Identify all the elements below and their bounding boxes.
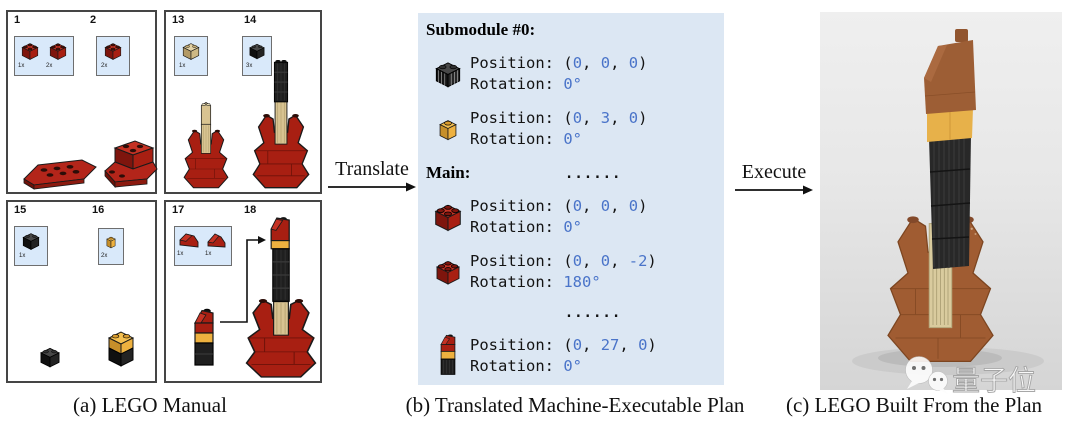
- part-count: 2x: [101, 63, 108, 69]
- part-count: 1x: [179, 63, 186, 69]
- part-count: 1x: [205, 251, 212, 257]
- red-2x2-brick-icon: [435, 260, 461, 285]
- translate-step: Translate: [322, 158, 422, 199]
- step-number: 1: [14, 14, 21, 26]
- ellipsis: ......: [564, 166, 622, 182]
- plan-entry: Position: (0, 0, 0) Rotation: 0°: [426, 53, 716, 95]
- part-count: 1x: [19, 253, 26, 259]
- submodule-header: Submodule #0:: [426, 20, 536, 39]
- parts-callout: 1x: [14, 226, 48, 266]
- tan-1x2-brick-icon: [182, 43, 200, 60]
- wedge-plate-assembly: [23, 159, 97, 190]
- black-1x2-brick-icon: [22, 233, 40, 250]
- manual-panel-steps-15-16: 15 16 1x: [6, 200, 157, 383]
- red-slope-brick-icon: [207, 233, 226, 248]
- parts-callout: 2x: [96, 36, 130, 76]
- execute-step: Execute: [731, 161, 817, 202]
- step-number: 17: [172, 204, 185, 216]
- step-number: 16: [92, 204, 105, 216]
- plan-entry: Position: (0, 0, 0) Rotation: 0°: [426, 196, 716, 238]
- lego-render-photo: 量子位: [820, 12, 1062, 397]
- position-line: Position: (0, 0, 0): [470, 197, 648, 215]
- ellipsis: ......: [564, 305, 622, 321]
- position-line: Position: (0, 0, 0): [470, 54, 648, 72]
- step-number: 18: [244, 204, 257, 216]
- guitar-body-step-18: [245, 217, 317, 378]
- step-number: 2: [90, 14, 97, 26]
- assembly-arrow: [220, 236, 266, 323]
- plan-entry: Position: (0, 0, -2) Rotation: 180°: [426, 251, 716, 293]
- red-2x2-brick-icon: [104, 43, 122, 60]
- parts-callout: 1x 2x: [14, 36, 74, 76]
- guitar-body-step-13: [183, 102, 229, 189]
- yellow-1x1-brick-icon: [106, 236, 116, 249]
- black-brick-assembly: [40, 347, 60, 368]
- rotation-line: Rotation: 0°: [470, 75, 583, 93]
- lego-guitar-render: [852, 29, 1044, 375]
- plan-entry: Position: (0, 3, 0) Rotation: 0°: [426, 108, 716, 150]
- red-slope-brick-icon: [179, 233, 199, 248]
- step-number: 15: [14, 204, 27, 216]
- parts-callout: 3x: [242, 36, 272, 76]
- rotation-line: Rotation: 180°: [470, 273, 601, 291]
- translate-label: Translate: [335, 158, 409, 180]
- part-count: 1x: [18, 63, 25, 69]
- black-1x2-brick-icon: [435, 62, 461, 88]
- caption-b: (b) Translated Machine-Executable Plan: [405, 393, 745, 417]
- machine-plan-box: Submodule #0: Position: (0, 0, 0) Rotati…: [418, 13, 724, 385]
- wedge-and-brick-assembly: [104, 140, 158, 189]
- caption-c: (c) LEGO Built From the Plan: [785, 393, 1043, 417]
- rotation-line: Rotation: 0°: [470, 218, 583, 236]
- execute-label: Execute: [741, 161, 807, 183]
- part-count: 2x: [101, 253, 108, 259]
- guitar-body-step-14: [252, 59, 310, 189]
- part-count: 2x: [46, 63, 53, 69]
- qbitai-watermark: 量子位: [905, 356, 1036, 397]
- parts-callout: 1x: [174, 36, 208, 76]
- manual-panel-steps-1-2: 1 2 1x: [6, 10, 158, 194]
- position-line: Position: (0, 0, -2): [470, 252, 657, 270]
- caption-a: (a) LEGO Manual: [73, 393, 227, 417]
- plan-entry: Position: (0, 27, 0) Rotation: 0°: [426, 333, 716, 379]
- part-count: 1x: [177, 251, 184, 257]
- watermark-text: 量子位: [952, 364, 1036, 397]
- red-yellow-black-stack-icon: [440, 334, 456, 375]
- position-line: Position: (0, 3, 0): [470, 109, 648, 127]
- red-2x2-brick-icon: [49, 43, 67, 60]
- position-line: Position: (0, 27, 0): [470, 336, 657, 354]
- red-2x2-brick-icon: [434, 204, 462, 232]
- main-header-row: Main: ......: [426, 163, 716, 183]
- step-number: 13: [172, 14, 185, 26]
- parts-callout: 1x 1x: [174, 226, 232, 266]
- step-number: 14: [244, 14, 257, 26]
- yellow-1x1-brick-icon: [439, 120, 457, 141]
- part-count: 3x: [246, 63, 253, 69]
- manual-panel-steps-17-18: 17 18 1x 1x: [164, 200, 322, 383]
- rotation-line: Rotation: 0°: [470, 130, 583, 148]
- right-arrow-icon: [735, 185, 813, 195]
- head-stack-assembly: [193, 308, 214, 366]
- rotation-line: Rotation: 0°: [470, 357, 583, 375]
- parts-callout: 2x: [98, 228, 124, 265]
- right-arrow-icon: [328, 182, 416, 192]
- black-1x2-brick-icon: [249, 43, 265, 60]
- manual-panel-steps-13-14: 13 14 1x: [164, 10, 322, 194]
- main-header: Main:: [426, 163, 471, 182]
- yellow-black-stack-assembly: [107, 331, 135, 367]
- red-2x2-brick-icon: [21, 43, 39, 60]
